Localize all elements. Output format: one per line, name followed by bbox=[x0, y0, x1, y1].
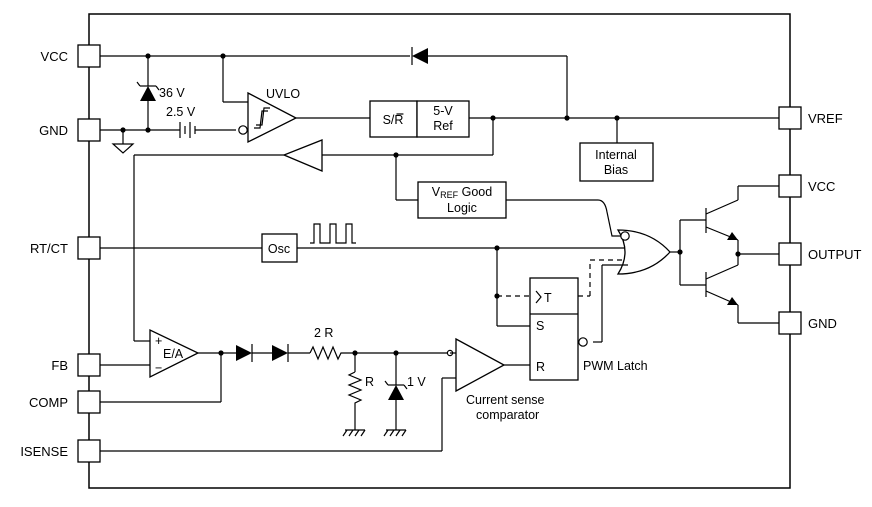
ea-label: E/A bbox=[163, 347, 184, 361]
junction-dot bbox=[218, 350, 224, 356]
pin-vcc-right-label: VCC bbox=[808, 179, 835, 194]
zener-36v-icon bbox=[136, 56, 160, 130]
cs-label-line2: comparator bbox=[476, 408, 539, 422]
error-amplifier bbox=[100, 328, 236, 403]
pin-rtct-label: RT/CT bbox=[30, 241, 68, 256]
pin-vref: VREF bbox=[778, 106, 843, 130]
pwm-latch-label: PWM Latch bbox=[583, 359, 648, 373]
diode-icon bbox=[236, 344, 272, 362]
pin-output: OUTPUT bbox=[778, 242, 862, 266]
vcc-rail bbox=[100, 55, 568, 118]
clock-waveform-icon bbox=[310, 223, 356, 244]
pin-vcc-right: VCC bbox=[778, 174, 835, 198]
vref-rail bbox=[322, 117, 779, 156]
latch-r-label: R bbox=[536, 360, 545, 374]
osc-label: Osc bbox=[268, 242, 290, 256]
latch-t-label: T bbox=[544, 291, 552, 305]
ref-label-line1: 5-V bbox=[433, 104, 453, 118]
resistor-2r-label: 2 R bbox=[314, 326, 333, 340]
zener-1v-label: 1 V bbox=[407, 375, 426, 389]
ea-minus-label: − bbox=[155, 361, 162, 375]
top-diode-icon bbox=[411, 47, 428, 65]
nor-gate bbox=[593, 229, 680, 343]
junction-dot bbox=[614, 115, 620, 121]
junction-dot bbox=[490, 115, 496, 121]
battery-icon bbox=[179, 122, 236, 138]
pin-isense-label: ISENSE bbox=[20, 444, 68, 459]
junction-dot bbox=[735, 251, 741, 257]
ref-label-line2: Ref bbox=[433, 119, 453, 133]
junction-dot bbox=[564, 115, 570, 121]
pin-gnd-right-label: GND bbox=[808, 316, 837, 331]
rtct-wiring bbox=[100, 233, 625, 263]
vref-good-label-line2: Logic bbox=[447, 201, 477, 215]
vref-good-logic-block bbox=[395, 155, 621, 237]
bias-label-line1: Internal bbox=[595, 148, 637, 162]
uvlo-comparator bbox=[222, 56, 298, 144]
chip-outline bbox=[88, 13, 791, 489]
pin-gnd-left: GND bbox=[39, 118, 101, 142]
pin-vcc-left: VCC bbox=[41, 44, 101, 68]
resistor-2r-icon bbox=[309, 345, 448, 361]
pin-gnd-right: GND bbox=[778, 311, 837, 335]
pin-output-label: OUTPUT bbox=[808, 247, 862, 262]
pin-vref-label: VREF bbox=[808, 111, 843, 126]
sr-ref-block bbox=[369, 100, 470, 138]
diode-icon bbox=[272, 344, 310, 362]
junction-dot bbox=[145, 127, 151, 133]
pin-fb-label: FB bbox=[51, 358, 68, 373]
pin-rtct: RT/CT bbox=[30, 236, 101, 260]
junction-dot bbox=[120, 127, 126, 133]
junction-dot bbox=[494, 293, 500, 299]
zener-1v-icon bbox=[383, 353, 408, 437]
uvlo-label: UVLO bbox=[266, 87, 300, 101]
battery-label: 2.5 V bbox=[166, 105, 196, 119]
junction-dot bbox=[677, 249, 683, 255]
internal-bias-block bbox=[579, 142, 654, 182]
resistor-r-icon bbox=[342, 353, 366, 437]
ea-plus-label: + bbox=[155, 334, 162, 348]
cs-label-line1: Current sense bbox=[466, 393, 545, 407]
zener-36v-label: 36 V bbox=[159, 86, 185, 100]
pin-comp-label: COMP bbox=[29, 395, 68, 410]
pwm-latch bbox=[529, 277, 588, 381]
pin-fb: FB bbox=[51, 353, 101, 377]
output-stage bbox=[679, 185, 779, 324]
gnd-wiring bbox=[100, 129, 180, 154]
resistor-r-label: R bbox=[365, 375, 374, 389]
latch-s-label: S bbox=[536, 319, 544, 333]
pin-gnd-left-label: GND bbox=[39, 123, 68, 138]
vref-good-label-line1: VREF Good bbox=[432, 185, 492, 200]
pin-comp: COMP bbox=[29, 390, 101, 414]
pin-isense: ISENSE bbox=[20, 439, 101, 463]
bias-label-line2: Bias bbox=[604, 163, 628, 177]
current-sense-comparator bbox=[100, 337, 530, 452]
pin-vcc-left-label: VCC bbox=[41, 49, 68, 64]
sr-label: S/R bbox=[383, 113, 404, 127]
latch-wiring bbox=[496, 248, 530, 327]
